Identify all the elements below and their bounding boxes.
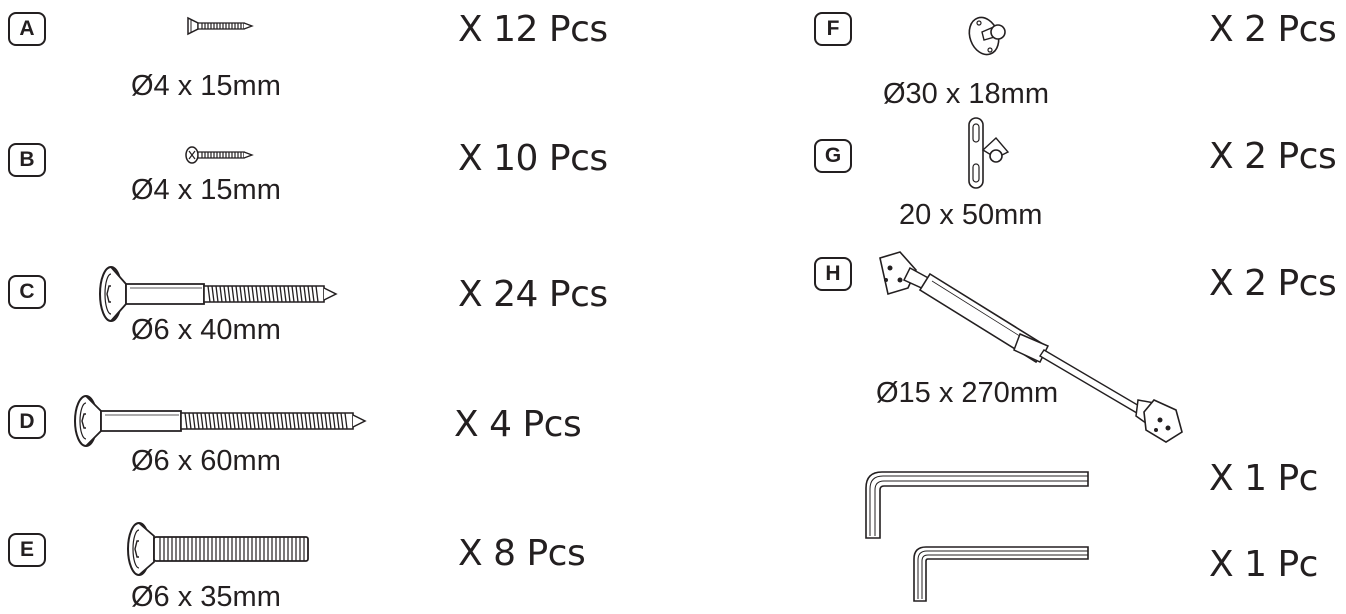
hex-socket-wood-screw-icon <box>96 264 338 324</box>
part-h-quantity: X 2 Pcs <box>1209 263 1337 304</box>
part-h-letter: H <box>825 262 841 285</box>
part-f-quantity: X 2 Pcs <box>1209 9 1337 50</box>
tool-1-quantity: X 1 Pc <box>1209 458 1318 499</box>
gas-strut-icon <box>870 250 1196 446</box>
part-f-badge: F <box>814 12 852 46</box>
part-d-size: Ø6 x 60mm <box>131 445 281 477</box>
part-g-size: 20 x 50mm <box>899 199 1043 231</box>
part-f-letter: F <box>826 17 840 40</box>
part-g-badge: G <box>814 139 852 173</box>
part-g-letter: G <box>824 144 842 167</box>
part-a-quantity: X 12 Pcs <box>458 9 608 50</box>
part-c-badge: C <box>8 275 46 309</box>
pan-head-wood-screw-icon <box>184 145 256 165</box>
part-c-quantity: X 24 Pcs <box>458 274 608 315</box>
part-a-badge: A <box>8 12 46 46</box>
part-c-letter: C <box>19 280 35 303</box>
part-h-badge: H <box>814 257 852 291</box>
part-e-letter: E <box>19 538 34 561</box>
slotted-bracket-mount-icon <box>966 114 1016 192</box>
part-f-size: Ø30 x 18mm <box>883 78 1049 110</box>
part-c-size: Ø6 x 40mm <box>131 314 281 346</box>
flat-head-wood-screw-icon <box>186 16 256 36</box>
part-d-letter: D <box>19 410 35 433</box>
allen-key-small-icon <box>912 545 1092 603</box>
part-e-size: Ø6 x 35mm <box>131 581 281 613</box>
tool-2-quantity: X 1 Pc <box>1209 544 1318 585</box>
part-d-badge: D <box>8 405 46 439</box>
part-g-quantity: X 2 Pcs <box>1209 136 1337 177</box>
part-d-quantity: X 4 Pcs <box>454 404 582 445</box>
part-e-badge: E <box>8 533 46 567</box>
part-a-size: Ø4 x 15mm <box>131 70 281 102</box>
part-a-letter: A <box>19 17 35 40</box>
part-b-badge: B <box>8 143 46 177</box>
part-b-quantity: X 10 Pcs <box>458 138 608 179</box>
round-ball-stud-mount-icon <box>966 10 1010 58</box>
part-b-size: Ø4 x 15mm <box>131 174 281 206</box>
part-b-letter: B <box>19 148 35 171</box>
hex-socket-long-wood-screw-icon <box>71 393 367 449</box>
allen-key-large-icon <box>864 470 1092 540</box>
part-h-size: Ø15 x 270mm <box>876 377 1059 409</box>
part-e-quantity: X 8 Pcs <box>458 533 586 574</box>
hex-socket-machine-bolt-icon <box>124 520 316 578</box>
